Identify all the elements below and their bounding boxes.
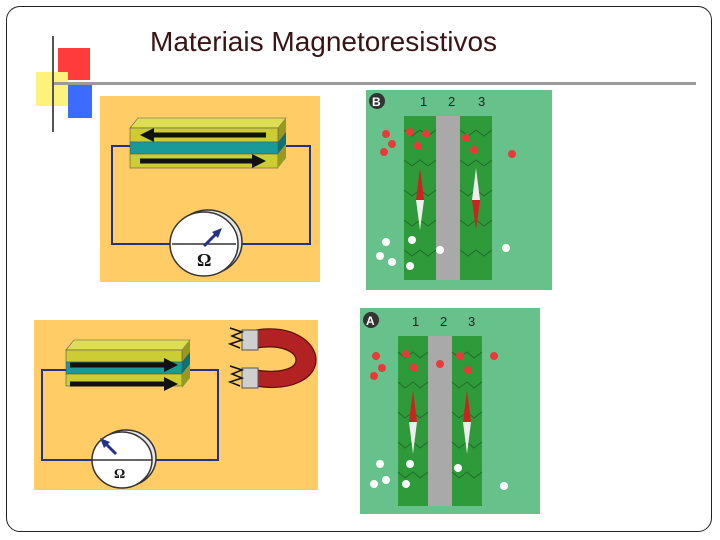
circuit-diagram-antiparallel: Ω bbox=[100, 96, 320, 282]
ohm-symbol: Ω bbox=[114, 467, 125, 482]
decor-square-blue bbox=[68, 84, 92, 118]
page-title: Materiais Magnetoresistivos bbox=[150, 26, 497, 58]
spin-panel-b: B 1 2 3 bbox=[366, 90, 552, 290]
column-label-1: 1 bbox=[420, 94, 427, 109]
column-label-3: 3 bbox=[478, 94, 485, 109]
column-label-3: 3 bbox=[468, 314, 475, 329]
panel-label: A bbox=[366, 314, 375, 328]
panel-label: B bbox=[372, 95, 381, 109]
ohm-symbol: Ω bbox=[197, 250, 211, 270]
title-underline bbox=[54, 82, 696, 85]
column-label-2: 2 bbox=[440, 314, 447, 329]
horseshoe-magnet-icon bbox=[230, 328, 316, 388]
column-label-2: 2 bbox=[448, 94, 455, 109]
spin-panel-a: A 1 2 3 bbox=[360, 308, 540, 514]
circuit-diagram-parallel: Ω bbox=[34, 320, 318, 490]
column-label-1: 1 bbox=[412, 314, 419, 329]
